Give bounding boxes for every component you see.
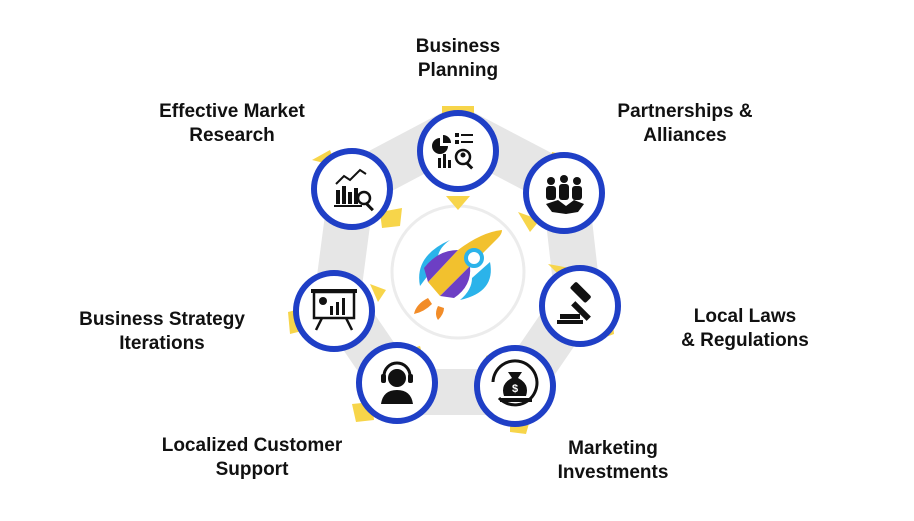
node-localized-customer-support [356, 342, 438, 424]
gavel-icon [557, 282, 591, 324]
label-localized-customer-support: Localized Customer Support [161, 435, 343, 480]
rocket-icon [414, 230, 502, 320]
node-business-planning [417, 110, 499, 192]
center-hub [390, 204, 526, 340]
label-partnerships-alliances: Partnerships & Alliances [617, 101, 753, 146]
node-partnerships-alliances [523, 152, 605, 234]
chart-search-icon [334, 168, 374, 212]
team-handshake-icon [546, 175, 584, 214]
report-analysis-icon [432, 133, 474, 170]
label-marketing-investments: Marketing Investments [557, 438, 669, 483]
svg-text:$: $ [512, 383, 518, 395]
label-effective-market-research: Effective Market Research [159, 101, 305, 146]
label-business-strategy-iterations: Business Strategy Iterations [79, 309, 245, 354]
node-local-laws-regulations [539, 265, 621, 347]
node-business-strategy-iterations [293, 270, 375, 352]
presentation-board-icon [311, 289, 357, 331]
node-marketing-investments: $ [474, 345, 556, 427]
node-effective-market-research [311, 148, 393, 230]
label-business-planning: Business Planning [415, 36, 501, 81]
label-local-laws-regulations: Local Laws & Regulations [681, 306, 809, 351]
headset-agent-icon [381, 361, 413, 404]
money-bag-icon: $ [491, 359, 539, 407]
